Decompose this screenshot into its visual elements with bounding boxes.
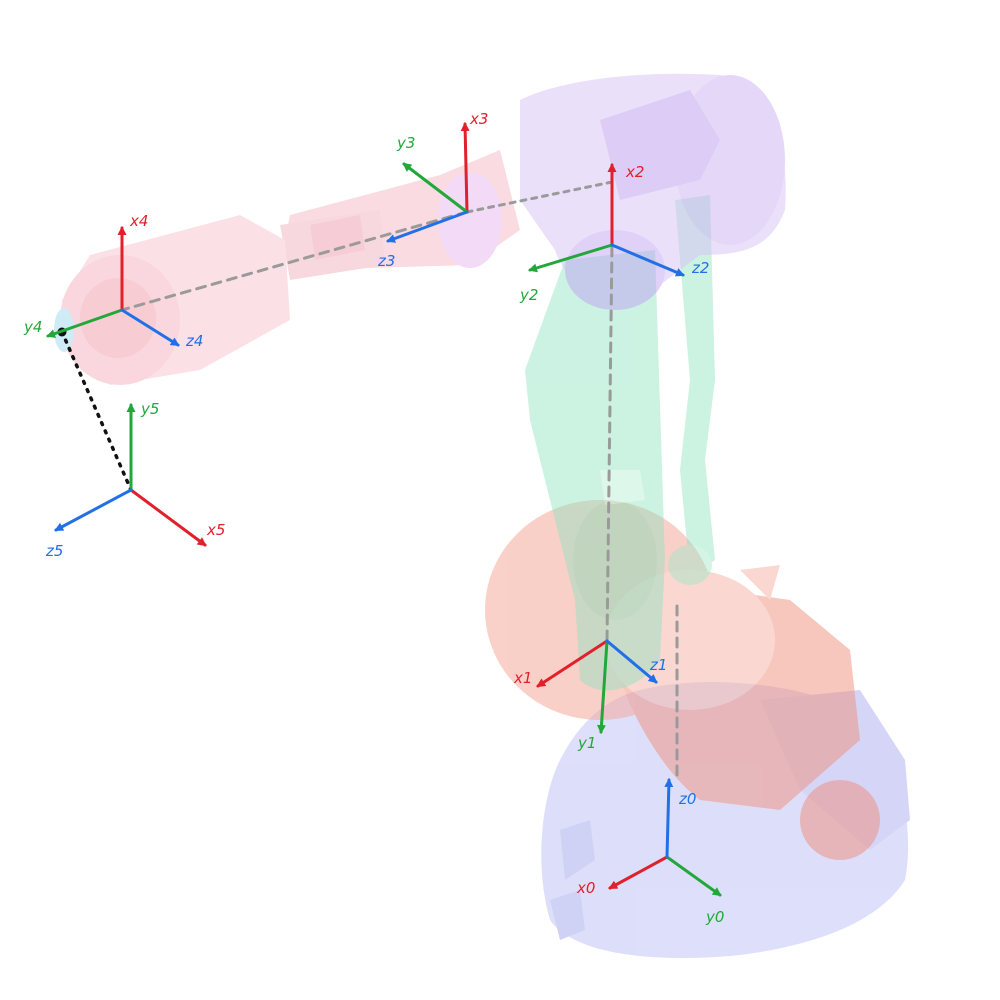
frame-2-x-label: x2 [625,163,644,181]
joint-connector-lines [57,180,679,777]
frame-3-z-axis [386,210,469,243]
frame-0-x-label: x0 [576,879,595,897]
frame-3-x-axis [460,122,470,214]
frame-5-y-label: y5 [140,400,159,418]
connector-f3-f4 [120,210,469,312]
frame-0-y-axis [665,855,722,897]
frame-3-z-label: z3 [377,252,395,270]
frame-3-y-axis [402,162,469,214]
frame-2-y-label: y2 [519,286,538,304]
frame-5-z-label: z5 [45,542,63,560]
forearm-link [54,150,520,385]
frame-1-x-axis [536,639,609,688]
elbow-link [520,73,786,310]
frame-0-x-axis [608,855,669,890]
frame-3-x-label: x3 [469,110,488,128]
frame-5-x-axis [129,488,207,547]
frame-5-z-axis [54,488,133,532]
frame-4: x4 y4 z4 [23,212,203,350]
frame-0-y-label: y0 [705,908,724,926]
frame-3: x3 y3 z3 [377,110,488,270]
frame-1: x1 y1 z1 [513,639,667,752]
connector-f1-f2 [605,243,614,642]
frame-0: x0 y0 z0 [576,778,724,926]
upper-arm-link [525,195,715,691]
frame-5-x-label: x5 [206,521,225,539]
frame-4-z-axis [120,308,180,347]
connector-f2-f3 [465,180,614,214]
frame-4-y-label: y4 [23,318,42,336]
frame-1-z-label: z1 [649,656,667,674]
frame-2-z-axis [610,243,685,277]
shoulder-link [485,500,880,860]
frame-0-z-axis [664,778,674,859]
frame-1-z-axis [605,639,658,684]
frame-4-x-label: x4 [129,212,148,230]
frame-0-z-label: z0 [678,790,696,808]
frame-1-y-label: y1 [577,734,596,752]
frame-1-y-axis [596,639,609,734]
frame-3-y-label: y3 [396,134,415,152]
frame-2-z-label: z2 [691,259,709,277]
connector-tool-f5 [60,330,133,492]
frame-4-z-label: z4 [185,332,203,350]
frame-1-x-label: x1 [513,669,532,687]
frame-2-y-axis [528,243,614,273]
frame-2: x2 y2 z2 [519,163,709,304]
frame-4-y-axis [46,308,124,338]
frame-5: x5 y5 z5 [45,400,225,560]
